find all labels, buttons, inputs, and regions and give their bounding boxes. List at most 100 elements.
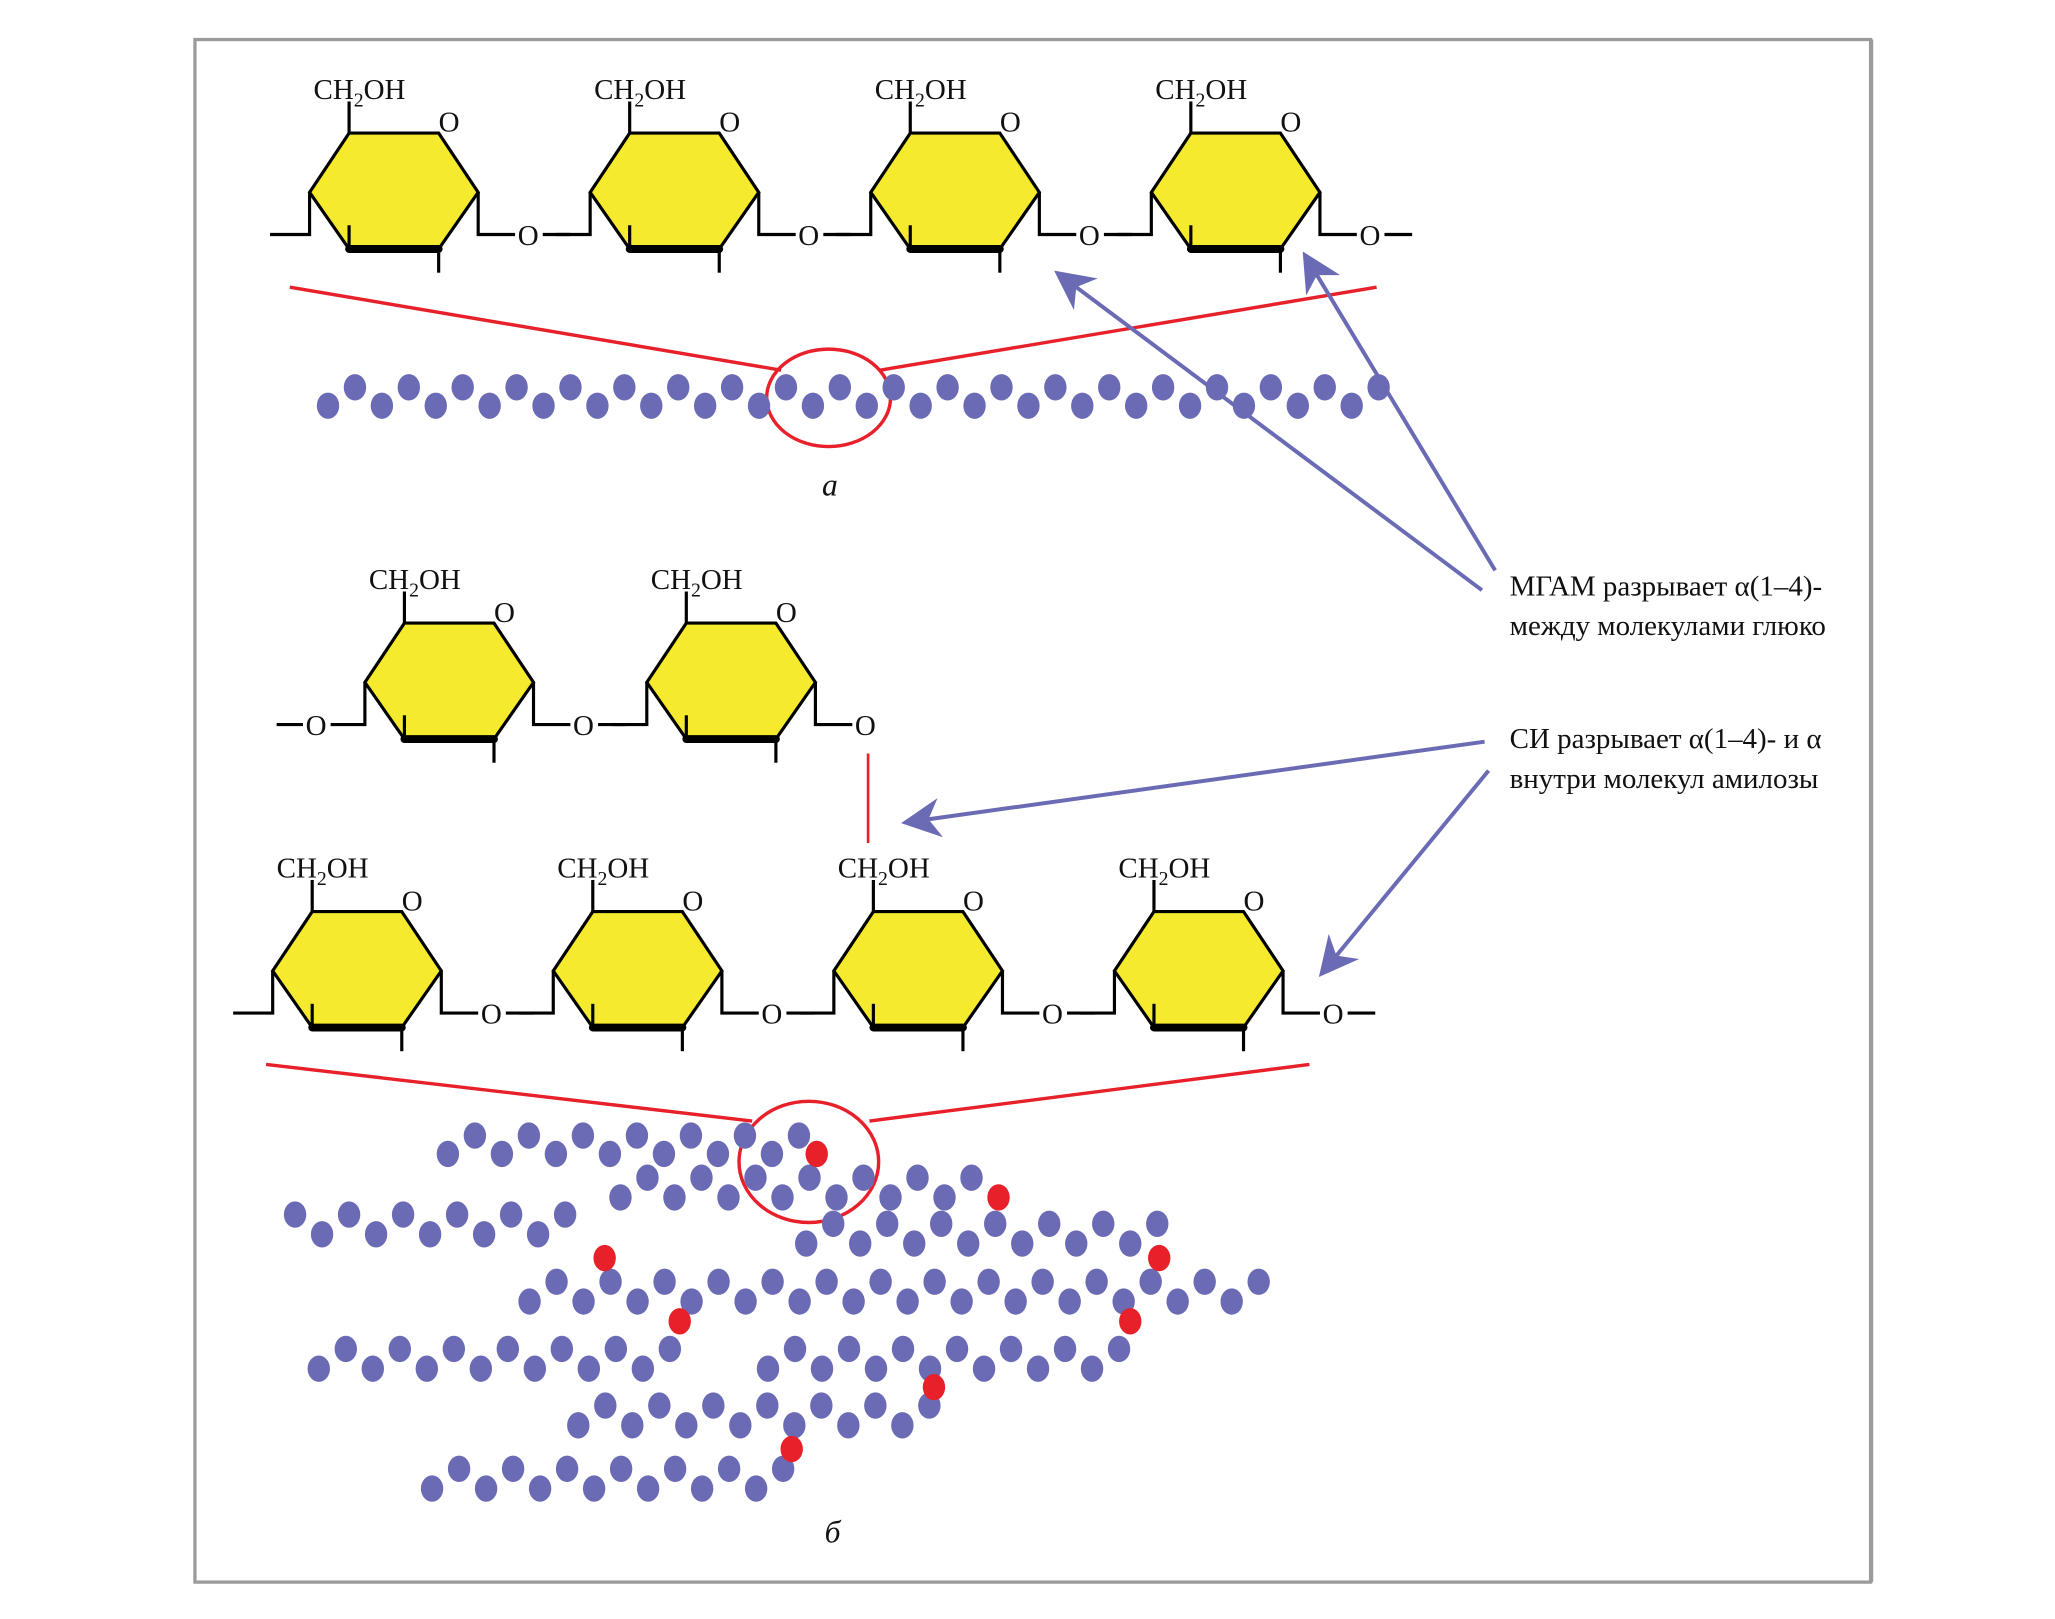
glucose-unit-dot <box>388 1335 411 1363</box>
glucose-unit-dot <box>702 1392 725 1419</box>
glucose-unit-dot <box>1119 1230 1142 1257</box>
glucose-unit-dot <box>1178 392 1202 419</box>
ch2oh-label: CH2OH <box>369 564 461 602</box>
glycosidic-bond <box>757 192 796 237</box>
glucose-unit-dot <box>774 374 798 401</box>
glucose-unit-dot <box>436 1140 460 1168</box>
glucose-unit-dot <box>391 1201 415 1228</box>
amylopectin-chain-dots <box>283 1122 1270 1502</box>
glucose-unit-dot <box>594 1392 617 1419</box>
glucose-unit-dot <box>879 1184 902 1211</box>
glucose-unit-dot <box>717 1455 741 1482</box>
glucose-unit-dot <box>783 1412 806 1439</box>
panel-b-label: б <box>825 1515 842 1550</box>
glucose-unit-dot <box>517 1122 541 1149</box>
ring-oxygen: O <box>963 885 984 917</box>
ring-oxygen: O <box>776 597 797 629</box>
ring-oxygen: O <box>682 885 703 917</box>
glucose-unit-dot <box>693 392 717 419</box>
ch2oh-label: CH2OH <box>594 74 686 112</box>
callout-mgam-line2: между молекулами глюко <box>1510 610 1826 642</box>
glucose-unit-dot <box>658 1335 682 1363</box>
glucose-unit-dot <box>747 392 771 419</box>
glucose-unit-dot <box>810 1355 834 1382</box>
glycosidic-bond <box>531 682 571 727</box>
glycosidic-bond <box>612 682 649 727</box>
glucose-unit-dot <box>316 392 340 419</box>
glucose-unit-dot <box>891 1412 914 1439</box>
glucose-unit-dot <box>1053 1335 1077 1363</box>
glucose-unit-dot <box>717 1184 740 1211</box>
glucose-unit-dot <box>891 1335 915 1363</box>
glucose-unit-dot <box>559 374 582 401</box>
glucose-unit-dot <box>496 1335 520 1363</box>
glucose-unit-dot <box>842 1288 865 1315</box>
glycosidic-bond <box>1037 192 1077 237</box>
bridge-oxygen: O <box>1042 999 1063 1031</box>
glucose-unit-dot <box>415 1355 439 1382</box>
zoom-circle-b <box>737 1099 881 1225</box>
glucose-unit-dot <box>626 1288 649 1315</box>
glucose-unit-dot <box>310 1221 334 1248</box>
bridge-oxygen: O <box>1079 220 1100 252</box>
glucose-unit-dot <box>499 1201 523 1228</box>
glucose-unit-dot <box>734 1288 757 1315</box>
glycosidic-bond <box>813 682 853 727</box>
glycosidic-bond <box>799 970 836 1015</box>
glucose-unit-dot <box>474 1475 498 1502</box>
glucose-unit-dot <box>680 1288 703 1315</box>
glucose-unit-dot <box>690 1475 714 1502</box>
glucose-unit-dot <box>933 1184 956 1211</box>
glycosidic-bond <box>439 970 479 1015</box>
glucose-unit-dot <box>960 1164 983 1191</box>
glucose-unit-dot <box>864 1355 888 1382</box>
glucose-unit-dot <box>801 392 825 419</box>
glucose-unit-dot <box>798 1164 821 1191</box>
glucose-unit-dot <box>518 1288 541 1315</box>
glucose-unit-dot <box>999 1335 1023 1363</box>
glucose-unit-dot <box>1340 392 1363 419</box>
glycosidic-bond <box>330 682 367 727</box>
panel-a-label: а <box>822 467 838 502</box>
glucose-unit-dot <box>545 1268 568 1295</box>
ch2oh-label: CH2OH <box>277 852 369 890</box>
glycosidic-bond <box>836 192 873 237</box>
glucose-unit-dot <box>1071 392 1094 419</box>
glucose-unit-dot <box>950 1288 973 1315</box>
glucose-unit-dot <box>577 1355 601 1382</box>
glucose-unit-dot <box>1031 1268 1054 1295</box>
glucose-unit-dot <box>855 392 878 419</box>
glucose-unit-dot <box>760 1140 784 1168</box>
glucose-unit-dot <box>640 392 663 419</box>
glucose-unit-dot <box>1058 1288 1081 1315</box>
glucose-unit-dot <box>555 1455 579 1482</box>
ring-oxygen: O <box>494 597 515 629</box>
glucose-unit-dot <box>896 1288 919 1315</box>
ring-oxygen: O <box>719 107 740 139</box>
glucose-unit-dot <box>1004 1288 1027 1315</box>
glucose-unit-dot <box>582 1475 606 1502</box>
glucose-unit-dot <box>604 1335 628 1363</box>
ring-oxygen: O <box>1244 885 1265 917</box>
glucose-unit-dot <box>424 392 447 419</box>
glucose-unit-dot <box>544 1140 568 1168</box>
glucose-unit-dot <box>1247 1268 1270 1295</box>
glucose-unit-dot <box>550 1335 574 1363</box>
glucose-unit-dot <box>418 1221 442 1248</box>
glucose-unit-dot <box>706 1140 730 1168</box>
branch-point-dot <box>987 1184 1010 1211</box>
zoom-line-a-right <box>879 285 1377 372</box>
glucose-unit-dot <box>1166 1288 1189 1315</box>
glucose-unit-dot <box>876 1210 899 1237</box>
glucose-unit-dot <box>598 1140 622 1168</box>
glucose-unit-dot <box>825 1184 848 1211</box>
glucose-unit-dot <box>864 1392 887 1419</box>
glucose-unit-dot <box>283 1201 307 1228</box>
glucose-unit-dot <box>936 374 959 401</box>
glucose-unit-dot <box>636 1475 660 1502</box>
glucose-unit-dot <box>586 392 609 419</box>
glucose-unit-dot <box>771 1184 794 1211</box>
glucose-unit-dot <box>553 1201 577 1228</box>
